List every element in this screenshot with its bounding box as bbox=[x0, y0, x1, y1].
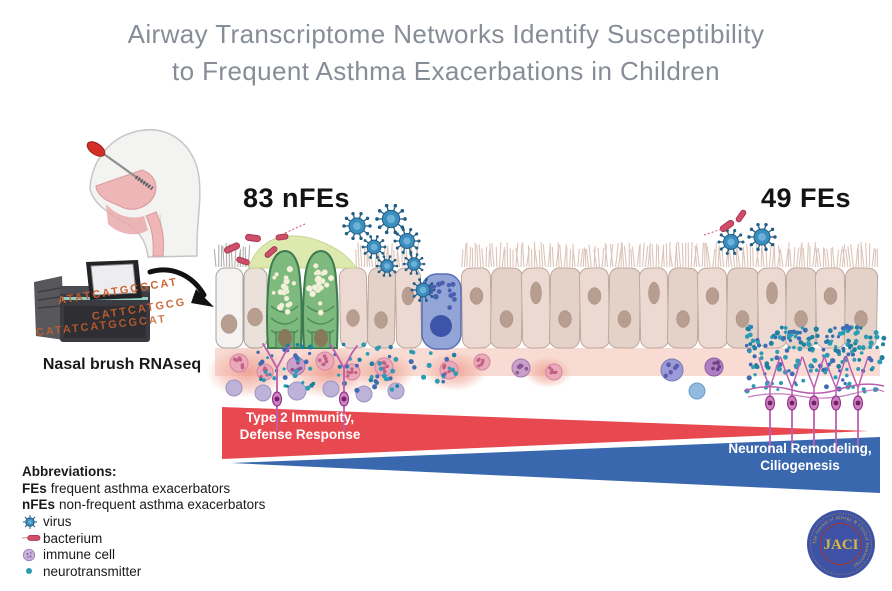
neuronal-remodeling-label: Neuronal Remodeling, Ciliogenesis bbox=[728, 441, 872, 473]
legend-item-immune-cell: immune cell bbox=[22, 547, 265, 563]
mucus-dome bbox=[248, 235, 357, 269]
neuronal-remodeling-wedge bbox=[231, 437, 880, 493]
legend-item-virus: virus bbox=[22, 514, 265, 530]
fe-group-label: 49 FEs bbox=[761, 183, 852, 213]
nasal-brush-label: Nasal brush RNAseq bbox=[42, 356, 202, 373]
neurotransmitter-dots bbox=[256, 323, 887, 394]
goblet-cells bbox=[265, 249, 339, 349]
nasal-swab-icon bbox=[86, 141, 155, 191]
virus-icon bbox=[22, 514, 41, 530]
type2-immunity-wedge bbox=[222, 407, 869, 459]
figure-title-line1: Airway Transcriptome Networks Identify S… bbox=[127, 19, 765, 49]
bacterium-icon bbox=[22, 533, 41, 543]
immune-cells bbox=[225, 351, 724, 403]
abbreviations-heading: Abbreviations: bbox=[22, 464, 117, 479]
epithelial-cells bbox=[215, 267, 879, 349]
figure-title: Airway Transcriptome Networks Identify S… bbox=[0, 16, 892, 90]
sequencer-illustration bbox=[34, 260, 150, 342]
nfe-group-label: 83 nFEs bbox=[243, 183, 351, 213]
type2-immunity-label: Type 2 Immunity, Defense Response bbox=[239, 410, 361, 442]
neurotransmitter-icon bbox=[22, 566, 41, 576]
legend-item-neurotransmitter: neurotransmitter bbox=[22, 564, 265, 580]
immune-cell-icon bbox=[22, 548, 41, 562]
viruses-and-bacteria bbox=[223, 203, 777, 302]
logo-acronym: JACI bbox=[823, 537, 858, 553]
abbreviation-item: nFEs non-frequent asthma exacerbators bbox=[22, 497, 266, 512]
figure-title-line2: to Frequent Asthma Exacerbations in Chil… bbox=[172, 56, 720, 86]
abbreviation-item: FEs frequent asthma exacerbators bbox=[22, 480, 231, 496]
neurons bbox=[262, 343, 885, 452]
patient-head-illustration bbox=[86, 129, 201, 258]
journal-logo: The Journal of Allergy & Clinical Immuno… bbox=[799, 503, 883, 585]
arrow-icon bbox=[147, 267, 214, 307]
blue-secretory-cell bbox=[421, 273, 462, 350]
abbreviations-legend: Abbreviations: FEs frequent asthma exace… bbox=[22, 464, 265, 580]
legend-item-bacterium: bacterium bbox=[22, 531, 265, 547]
